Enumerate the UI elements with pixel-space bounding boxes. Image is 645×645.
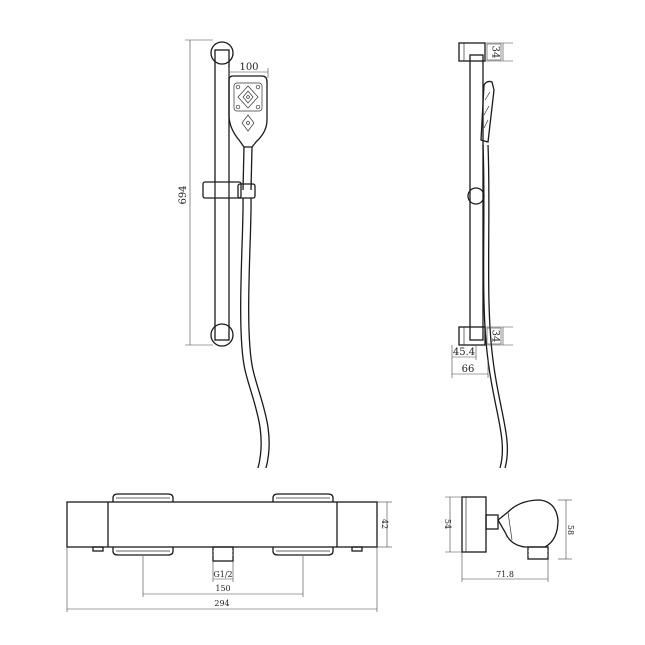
side-hose-outer: [482, 144, 504, 469]
side-shower-head: [480, 80, 495, 143]
thread-dimension: G1/2: [212, 561, 234, 582]
wall-offset-dimension: 66: [451, 360, 489, 378]
side-height-a-label: 54: [443, 519, 452, 529]
side-top-bracket: [458, 42, 486, 62]
side-depth-dimension: 71.8: [461, 552, 549, 582]
side-wall-flange: [461, 496, 487, 553]
wall-offset-label: 66: [462, 364, 475, 375]
side-view-mixer: 54 58 71.8: [443, 496, 575, 582]
temperature-handle: [112, 493, 174, 556]
bracket-width-dimension: 45.4: [451, 345, 477, 360]
side-hose-inner: [487, 144, 509, 469]
rail-height-label: 694: [178, 185, 189, 204]
mixer-height-dimension: 42: [377, 501, 392, 548]
shower-hose-inner: [248, 197, 270, 469]
rail-height-dimension: 694: [178, 39, 213, 346]
hand-shower-head: [228, 75, 268, 191]
bottom-bracket-label: 34: [490, 330, 501, 343]
mixer-body: [66, 501, 378, 548]
side-height-b-dimension: 58: [558, 499, 575, 560]
front-view-rail-set: 694 100: [178, 39, 270, 469]
side-connector: [485, 514, 499, 530]
side-slide-rail: [469, 54, 484, 341]
mixer-length-label: 294: [214, 599, 229, 608]
thread-label: G1/2: [213, 570, 232, 579]
bottom-bracket-dimension: 34: [485, 326, 513, 346]
side-height-a-dimension: 54: [443, 496, 462, 553]
mixer-length-dimension: 294: [66, 547, 378, 612]
spray-pattern: [233, 82, 263, 132]
head-width-label: 100: [239, 62, 258, 73]
front-view-mixer: 42 G1/2 150 294: [66, 493, 392, 612]
outlet-connector: [212, 546, 234, 562]
top-bracket-label: 34: [490, 46, 501, 59]
slider-holder: [202, 181, 256, 199]
head-width-dimension: 100: [228, 62, 269, 78]
bottom-rail-bracket: [210, 323, 234, 347]
inlet-spacing-label: 150: [215, 584, 230, 593]
mixer-height-label: 42: [380, 519, 389, 529]
top-rail-bracket: [210, 41, 234, 65]
side-view-rail-set: 34 34 45.4 66: [451, 42, 513, 469]
side-height-b-label: 58: [566, 525, 575, 535]
side-handle: [497, 499, 559, 548]
slide-rail: [214, 49, 230, 341]
shower-hose-outer: [240, 197, 262, 469]
side-bottom-bracket: [458, 326, 486, 346]
flow-handle: [272, 493, 334, 556]
side-depth-label: 71.8: [496, 570, 514, 579]
hand-shower-handle: [242, 146, 253, 191]
bracket-width-label: 45.4: [453, 347, 475, 358]
top-bracket-dimension: 34: [485, 42, 513, 62]
inlet-spacing-dimension: 150: [142, 556, 304, 597]
side-outlet: [527, 546, 549, 560]
